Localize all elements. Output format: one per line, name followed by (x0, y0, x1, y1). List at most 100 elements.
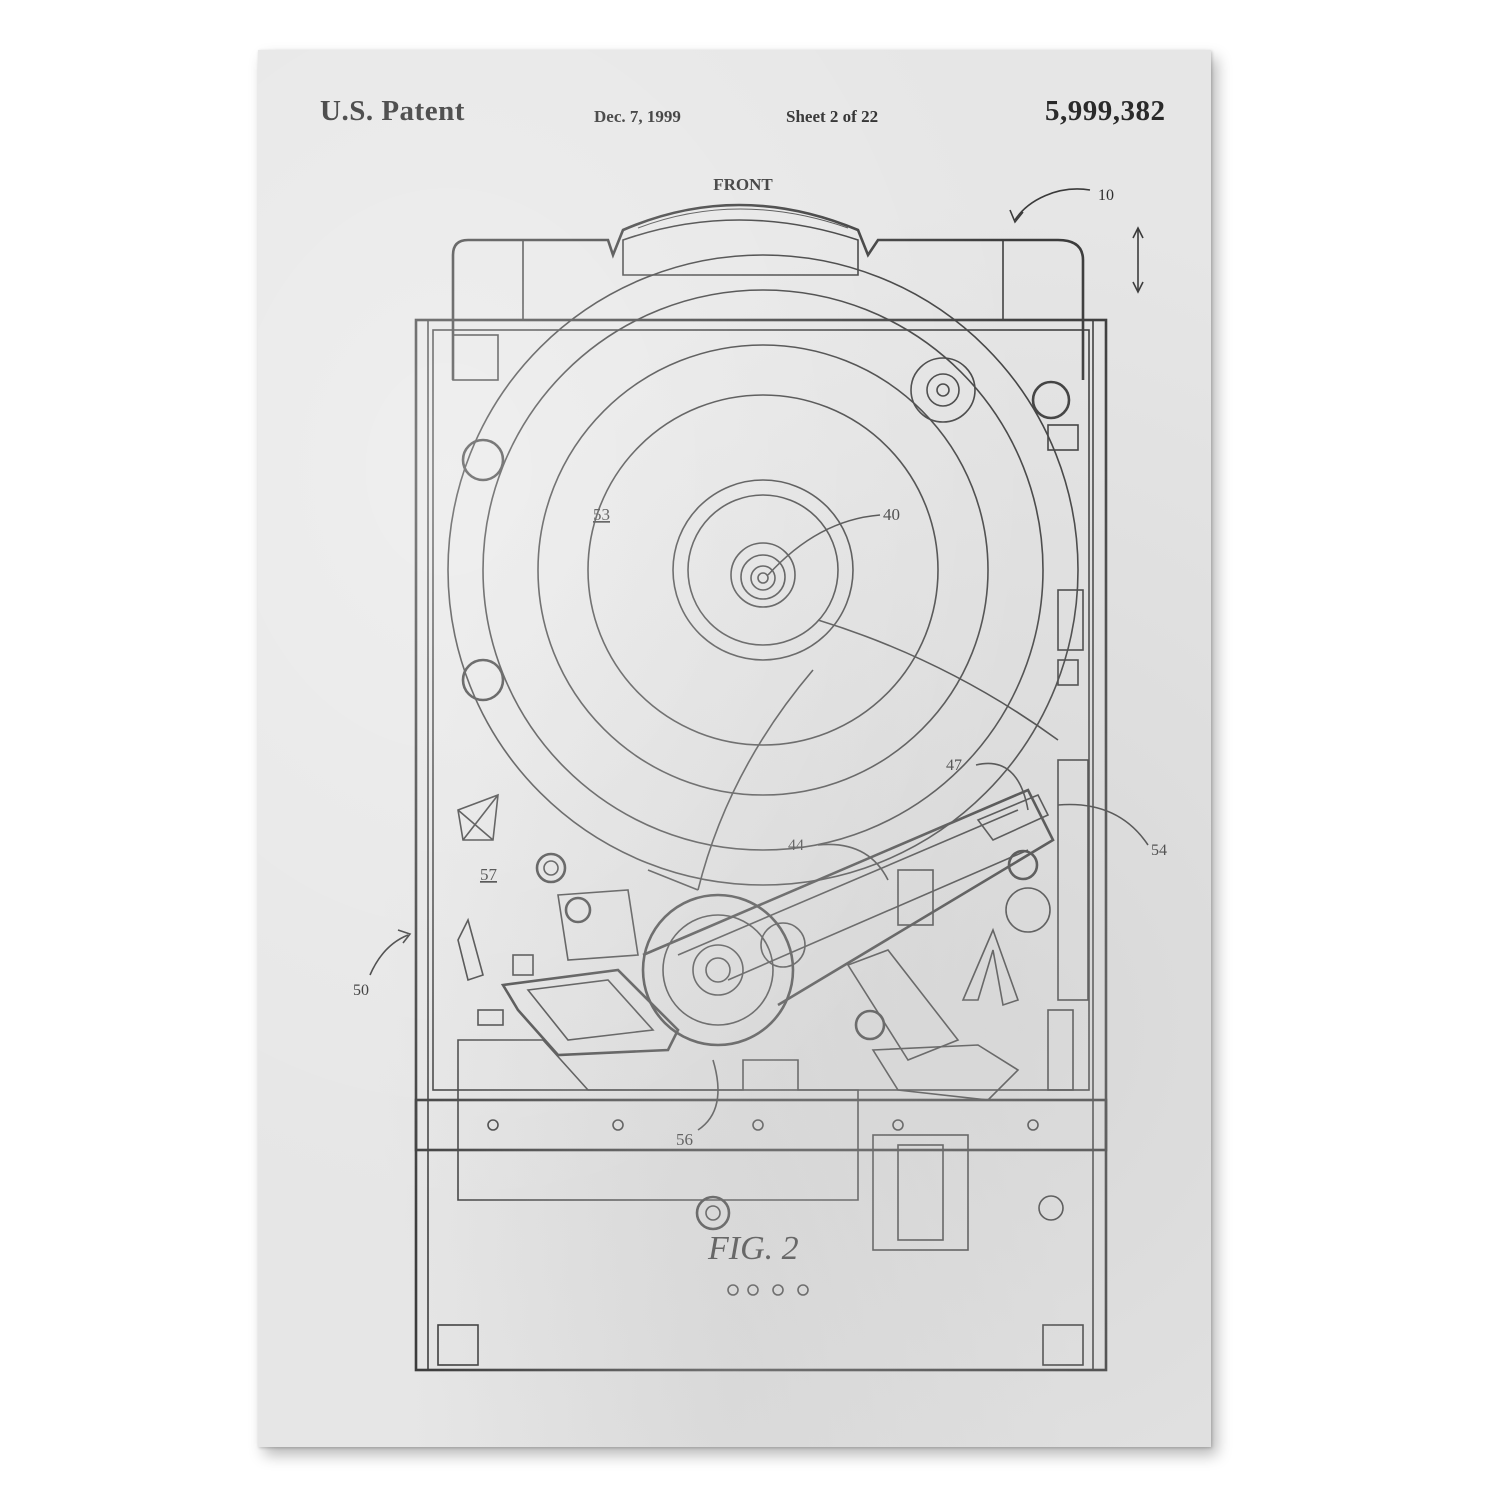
base-plate (432, 329, 1090, 1091)
foot-right (1042, 1324, 1084, 1366)
ref-57: 57 (480, 865, 498, 884)
rail-hole (612, 1119, 624, 1131)
sheet-label: Sheet 2 of 22 (786, 107, 879, 126)
hub-ring (672, 479, 854, 661)
small-hole (772, 1284, 784, 1296)
bottom-connector-inner (897, 1144, 944, 1241)
bearing-top-right (936, 383, 950, 397)
bottom-right-screw (1038, 1195, 1064, 1221)
disk-outer-ring (482, 289, 1044, 851)
double-arrow-heads (1132, 226, 1144, 294)
rail-hole (892, 1119, 904, 1131)
front-connector (622, 219, 859, 276)
bottom-screw (695, 1195, 731, 1231)
latch-arm (846, 949, 960, 1061)
platter-inner (587, 394, 939, 746)
voice-coil-magnet (500, 968, 680, 1057)
small-hole (727, 1284, 739, 1296)
ref-10-arrowhead (1009, 209, 1024, 224)
actuator-pivot (662, 914, 774, 1026)
ref-54: 54 (1151, 842, 1167, 859)
hub-ring (687, 494, 839, 646)
ref-44: 44 (788, 837, 804, 854)
read-head (976, 793, 1050, 841)
bottom-rail (414, 1098, 1108, 1152)
small-screw (512, 954, 534, 976)
rail-hole (1027, 1119, 1039, 1131)
right-post (1047, 1009, 1074, 1091)
rail-hole (487, 1119, 499, 1131)
latch-plate (871, 1044, 1020, 1101)
ref-56-leader (697, 1059, 719, 1131)
connector-teeth (637, 208, 849, 229)
screw-top-right (1031, 380, 1071, 420)
ref-44-leader (817, 843, 889, 881)
screw-mid-left (461, 658, 505, 702)
ref-40-leader (767, 514, 881, 576)
latch-pivot (854, 1009, 886, 1041)
coil-bracket (557, 889, 639, 961)
bearing-top-right (926, 373, 960, 407)
ref-10-arrow (1014, 188, 1091, 221)
housing-top-outline (451, 203, 1085, 380)
rail-hole (752, 1119, 764, 1131)
marker-left (457, 793, 499, 841)
patent-canvas: U.S. Patent Dec. 7, 1999 Sheet 2 of 22 5… (258, 50, 1211, 1447)
arm-bearing (760, 922, 806, 968)
ref-53: 53 (593, 505, 610, 524)
connector-right (1057, 589, 1084, 651)
clip-right (1057, 659, 1079, 686)
corner-block (452, 334, 499, 381)
screw-57-inner (543, 860, 559, 876)
small-hole (797, 1284, 809, 1296)
arm-block (897, 869, 934, 926)
hard-drive-drawing: FRONT 10 (353, 175, 1167, 1372)
ref-50-arrow (369, 934, 409, 976)
platter (537, 344, 989, 796)
ref-47-leader (975, 762, 1029, 811)
front-label: FRONT (713, 175, 773, 194)
bottom-screw-inner (705, 1205, 721, 1221)
ref-54-leader (1057, 803, 1149, 846)
patent-date: Dec. 7, 1999 (594, 107, 681, 126)
actuator-arm (642, 788, 1055, 1007)
patent-label: U.S. Patent (320, 95, 465, 127)
spindle (730, 542, 796, 608)
ref-10: 10 (1098, 187, 1114, 204)
housing-body (414, 318, 1108, 1372)
triangle-bracket (961, 927, 1020, 1007)
ref-50: 50 (353, 982, 369, 999)
coil-screw (564, 896, 592, 924)
actuator-pivot-center (705, 957, 731, 983)
small-tab (477, 1009, 504, 1026)
foot-left (437, 1324, 479, 1366)
side-bracket-right (1057, 759, 1089, 1001)
spindle-center (757, 572, 769, 584)
head-bearing (1005, 887, 1051, 933)
voice-coil (526, 979, 655, 1041)
head-screw (1007, 849, 1039, 881)
latch-right (1047, 424, 1079, 451)
ref-47: 47 (946, 757, 962, 774)
tab-left (457, 917, 484, 982)
lower-left-housing (457, 1039, 859, 1201)
actuator-pivot-outer (641, 893, 795, 1047)
figure-label: FIG. 2 (708, 1230, 799, 1267)
bottom-connector (872, 1134, 969, 1251)
patent-number: 5,999,382 (1045, 95, 1166, 127)
screw-top-left (461, 438, 505, 482)
spiral-line (817, 619, 1059, 741)
ref-56: 56 (676, 1130, 693, 1149)
spindle (740, 554, 786, 600)
actuator-pivot-hub (692, 944, 744, 996)
disk-enclosure (447, 254, 1079, 886)
wedge-line (697, 669, 814, 891)
wedge-line (647, 869, 699, 891)
actuator-arm-edges (677, 809, 1029, 981)
small-hole (747, 1284, 759, 1296)
spindle (750, 565, 776, 591)
bearing-top-right (910, 357, 976, 423)
screw-57 (535, 852, 567, 884)
ref-40: 40 (883, 505, 900, 524)
ref-50-arrowhead (397, 929, 412, 944)
